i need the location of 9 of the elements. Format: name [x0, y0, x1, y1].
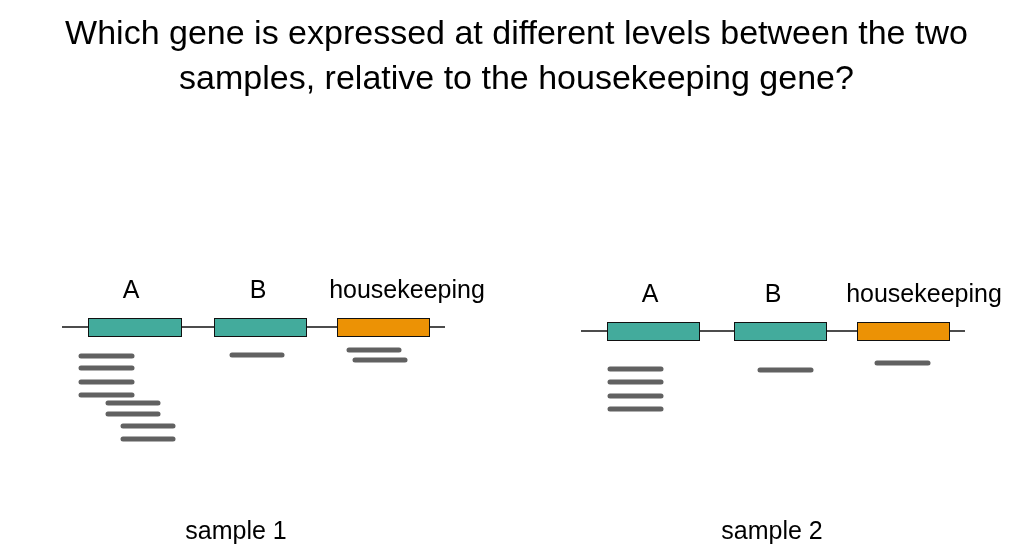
gene-label: housekeeping [329, 274, 485, 304]
gene-label: A [641, 278, 659, 308]
gene-label: A [122, 274, 140, 304]
gene-label: B [249, 274, 267, 304]
gene-label: housekeeping [846, 278, 1002, 308]
sample-label: sample 1 [185, 515, 287, 545]
title: Which gene is expressed at different levels between the two samples, relative to the housekeeping gene? [64, 12, 969, 98]
gene-label: B [764, 278, 782, 308]
sample-label: sample 2 [721, 515, 823, 545]
